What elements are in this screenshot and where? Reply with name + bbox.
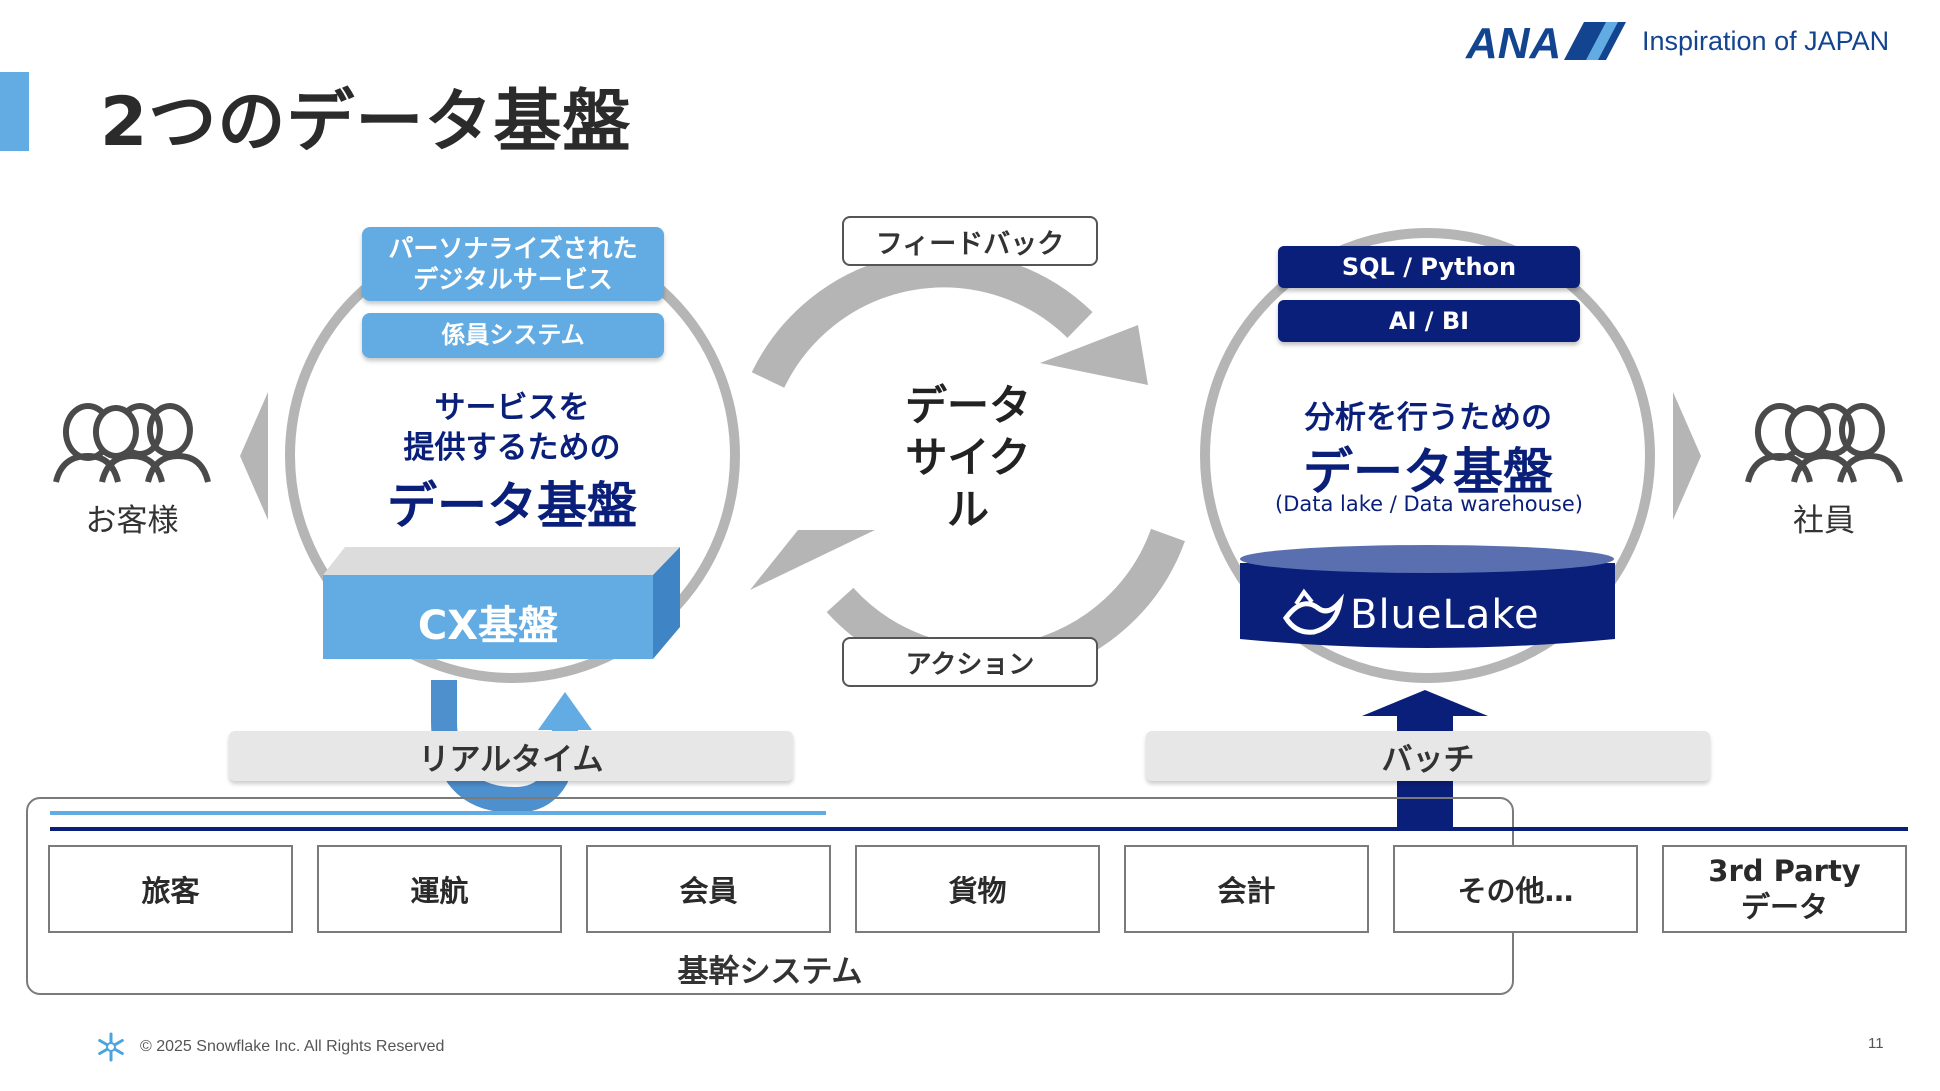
- cx-platform-block: [323, 547, 680, 662]
- svg-text:ANA: ANA: [1465, 19, 1561, 68]
- bluelake-label: BlueLake: [1350, 592, 1540, 638]
- category-cargo: 貨物: [855, 845, 1100, 933]
- employees-label: 社員: [1793, 503, 1855, 539]
- brand-tagline: Inspiration of JAPAN: [1642, 26, 1890, 56]
- batch-label: バッチ: [1146, 731, 1710, 781]
- realtime-line: [50, 811, 826, 815]
- chevron-left-icon: [240, 392, 270, 524]
- personalized-services-pill: パーソナライズされた デジタルサービス: [362, 227, 664, 301]
- analytics-platform-caption: (Data lake / Data warehouse): [1275, 492, 1583, 516]
- category-members: 会員: [586, 845, 831, 933]
- analytics-platform-subtitle: 分析を行うための: [1304, 400, 1552, 436]
- chevron-right-icon: [1673, 392, 1703, 524]
- category-passenger: 旅客: [48, 845, 293, 933]
- page-number: 11: [1868, 1035, 1884, 1052]
- customers-label: お客様: [85, 503, 179, 539]
- category-third-party-data: 3rd Party データ: [1662, 845, 1907, 933]
- customers-icon: [52, 394, 212, 494]
- feedback-label: フィードバック: [842, 216, 1098, 266]
- page-title: 2つのデータ基盤: [100, 83, 632, 162]
- core-systems-label: 基幹システム: [677, 954, 863, 990]
- ai-bi-pill: AI / BI: [1278, 300, 1580, 342]
- snowflake-icon: [96, 1032, 126, 1066]
- core-systems-line: [50, 827, 1908, 831]
- service-platform-title: データ基盤: [387, 477, 637, 535]
- analytics-platform-ring: [1200, 228, 1655, 683]
- title-accent-bar: [0, 72, 29, 151]
- data-cycle-label: データ サイク ル: [904, 381, 1031, 534]
- analytics-platform-title: データ基盤: [1303, 443, 1553, 501]
- realtime-label: リアルタイム: [229, 731, 793, 781]
- sql-python-pill: SQL / Python: [1278, 246, 1580, 288]
- staff-system-pill: 係員システム: [362, 313, 664, 358]
- service-platform-subtitle: サービスを 提供するための: [403, 390, 621, 466]
- bluelake-cylinder: [1240, 545, 1615, 657]
- ana-logo: ANA: [1465, 18, 1626, 68]
- employees-icon: [1744, 394, 1904, 494]
- category-other: その他…: [1393, 845, 1638, 933]
- cx-platform-label: CX基盤: [417, 603, 559, 649]
- action-label: アクション: [842, 637, 1098, 687]
- copyright-text: © 2025 Snowflake Inc. All Rights Reserve…: [140, 1038, 445, 1055]
- bluelake-logo-icon: [1282, 588, 1344, 642]
- category-operations: 運航: [317, 845, 562, 933]
- category-accounting: 会計: [1124, 845, 1369, 933]
